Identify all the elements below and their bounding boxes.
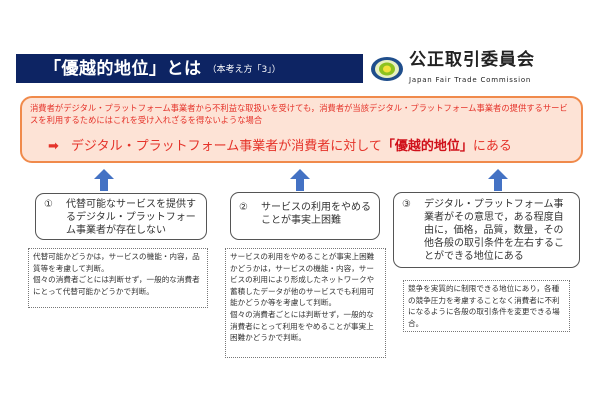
logo-name-jp: 公正取引委員会	[409, 50, 535, 70]
title-banner: 「優越的地位」とは （本考え方「3」）	[16, 54, 363, 83]
factor-number: ②	[239, 202, 248, 213]
definition-text: 消費者がデジタル・プラットフォーム事業者から不利益な取扱いを受けても，消費者が当…	[30, 103, 568, 125]
up-arrow-icon	[94, 169, 114, 191]
factor-text: サービスの利用をやめることが事実上困難	[261, 202, 371, 226]
conclusion-emphasis: 「優越的地位」	[381, 139, 473, 154]
factor-number: ③	[402, 199, 411, 210]
factor-note-3: 競争を実質的に制限できる地位にあり，各種の競争圧力を考慮することなく消費者に不利…	[403, 280, 570, 332]
up-arrow-icon	[290, 169, 310, 191]
right-arrow-icon: ➡	[48, 139, 59, 154]
conclusion-post: にある	[472, 139, 512, 154]
factor-text: 代替可能なサービスを提供するデジタル・プラットフォーム事業者が存在しない	[66, 199, 196, 236]
definition-box: 消費者がデジタル・プラットフォーム事業者から不利益な取扱いを受けても，消費者が当…	[20, 96, 583, 163]
factor-box-1: ① 代替可能なサービスを提供するデジタル・プラットフォーム事業者が存在しない	[35, 193, 207, 240]
jftc-logo: 公正取引委員会 Japan Fair Trade Commission	[367, 50, 595, 88]
page-title: 「優越的地位」とは	[44, 58, 202, 79]
factor-box-2: ② サービスの利用をやめることが事実上困難	[230, 192, 380, 240]
factor-text: デジタル・プラットフォーム事業者がその意思で，ある程度自由に，価格，品質，数量，…	[424, 199, 564, 262]
page-subtitle: （本考え方「3」）	[207, 64, 281, 75]
jftc-emblem-icon	[371, 57, 403, 81]
factor-note-1: 代替可能かどうかは，サービスの機能・内容，品質等を考慮して判断。 個々の消費者ご…	[28, 248, 208, 308]
up-arrow-icon	[488, 169, 508, 191]
factor-note-2: サービスの利用をやめることが事実上困難かどうかは，サービスの機能・内容，サービス…	[225, 248, 386, 358]
conclusion: ➡ デジタル・プラットフォーム事業者が消費者に対して「優越的地位」にある	[48, 138, 512, 156]
logo-name-en: Japan Fair Trade Commission	[409, 76, 532, 84]
factor-box-3: ③ デジタル・プラットフォーム事業者がその意思で，ある程度自由に，価格，品質，数…	[393, 192, 580, 268]
conclusion-pre: デジタル・プラットフォーム事業者が消費者に対して	[70, 139, 382, 154]
factor-number: ①	[44, 199, 53, 210]
